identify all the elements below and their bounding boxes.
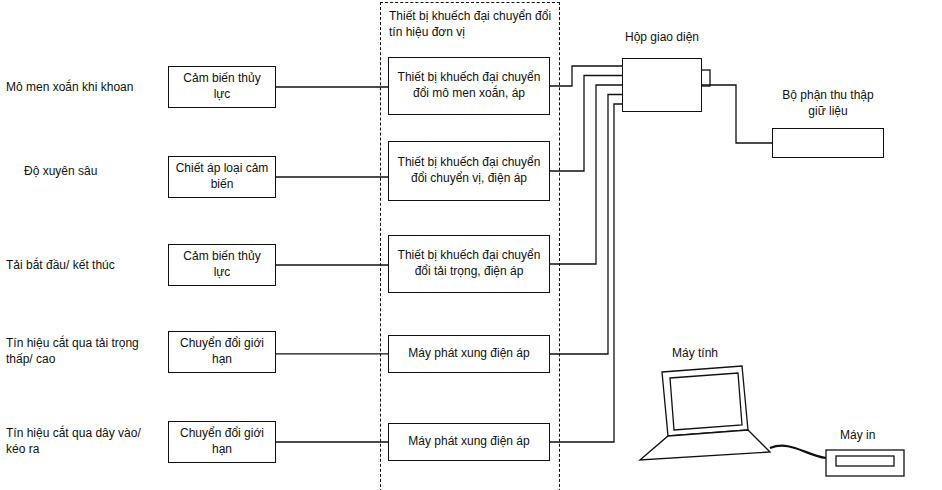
box-text: Thiết bị khuếch đại chuyển đổi mô men xo…: [394, 70, 544, 101]
box-text: Thiết bị khuếch đại chuyển đổi tải trọng…: [394, 248, 544, 279]
limit-switch-box: Chuyển đổi giới hạn: [168, 421, 276, 462]
printer-slot: [836, 456, 894, 466]
printer-cable: [770, 446, 826, 458]
signal-wire: [702, 85, 772, 143]
box-text: Máy phát xung điện áp: [408, 346, 529, 362]
box-text: Thiết bị khuếch đại chuyển đổi chuyển vị…: [394, 155, 544, 186]
sensor-box: Cảm biến thủy lực: [168, 244, 276, 285]
interface-box: Hộp giao diện: [622, 30, 702, 112]
limit-switch-box: Chuyển đổi giới hạn: [168, 331, 276, 372]
box-text: Cảm biến thủy lực: [174, 249, 270, 280]
signal-wire: [550, 85, 622, 264]
signal-wire: [276, 441, 388, 442]
sensor-box: Cảm biến thủy lực: [168, 66, 276, 107]
signal-wire: [276, 86, 388, 87]
signal-wire: [276, 353, 388, 354]
signal-label: Tín hiệu cắt qua tải trọng thấp/ cao: [6, 336, 156, 367]
signal-label: Độ xuyên sâu: [24, 164, 164, 180]
heading-text: Bộ phận thu thập giữ liệu: [772, 88, 884, 119]
pulse-generator-box: Máy phát xung điện áp: [388, 335, 550, 373]
device-label: Máy tính: [672, 346, 762, 362]
laptop-base: [640, 430, 770, 460]
printer-body: [826, 450, 904, 476]
device-label: Máy in: [840, 428, 920, 444]
signal-wire: [550, 76, 622, 172]
laptop-display: [670, 373, 742, 430]
signal-wire: [276, 176, 388, 177]
signal-label: Mô men xoắn khi khoan: [6, 80, 166, 96]
signal-wire: [550, 95, 622, 355]
sensor-box: Chiết áp loại cảm biến: [168, 156, 276, 197]
device-frame: [622, 58, 702, 112]
amplifier-box: Thiết bị khuếch đại chuyển đổi mô men xo…: [388, 57, 550, 115]
box-text: Máy phát xung điện áp: [408, 434, 529, 450]
heading-text: Hộp giao diện: [622, 30, 702, 46]
heading-text: Thiết bị khuếch đại chuyển đổi tín hiệu …: [389, 9, 553, 40]
amplifier-box: Thiết bị khuếch đại chuyển đổi tải trọng…: [388, 235, 550, 293]
signal-label: Tín hiệu cắt qua dây vào/ kéo ra: [6, 426, 156, 457]
signal-label: Tải bắt đầu/ kết thúc: [6, 258, 166, 274]
box-text: Cảm biến thủy lực: [174, 71, 270, 102]
signal-wire: [550, 104, 622, 442]
pulse-generator-box: Máy phát xung điện áp: [388, 423, 550, 461]
amplifier-box: Thiết bị khuếch đại chuyển đổi chuyển vị…: [388, 141, 550, 201]
laptop-screen: [662, 366, 748, 436]
box-text: Chuyển đổi giới hạn: [174, 426, 270, 457]
data-collector-box: Bộ phận thu thập giữ liệu: [772, 88, 884, 158]
device-frame: [772, 128, 884, 158]
signal-wire: [276, 264, 388, 265]
box-text: Chiết áp loại cảm biến: [174, 161, 270, 192]
amplifier-group: Thiết bị khuếch đại chuyển đổi tín hiệu …: [380, 2, 560, 490]
box-text: Chuyển đổi giới hạn: [174, 336, 270, 367]
